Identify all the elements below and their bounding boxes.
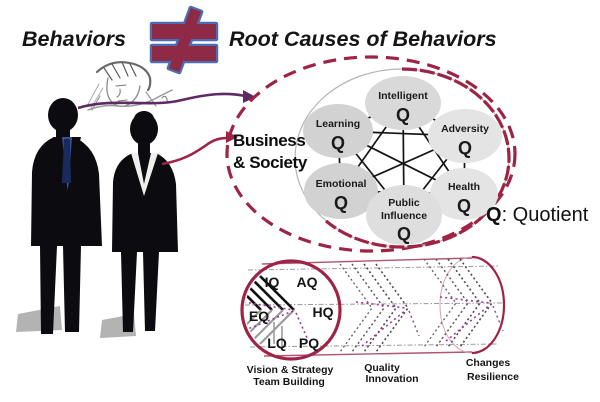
quotient-hq-label: HQ xyxy=(313,304,334,320)
quotient-iq-label: IQ xyxy=(265,274,280,290)
woman-silhouette xyxy=(100,111,178,338)
business-society-label-line2: & Society xyxy=(233,153,308,172)
node-emotional: Emotional Q xyxy=(304,163,378,219)
stage-label: Vision & Strategy xyxy=(247,364,334,376)
stage-label: Quality xyxy=(364,362,400,374)
man-silhouette xyxy=(16,98,102,334)
stage-label: Team Building xyxy=(253,376,325,388)
node-label: Intelligent xyxy=(378,90,428,102)
node-label: Emotional xyxy=(316,178,367,190)
stage-changes-resilience: Changes Resilience xyxy=(466,357,519,383)
quotient-pq-label: PQ xyxy=(299,335,319,351)
pipeline-lens-circle xyxy=(240,259,342,361)
quotients-ellipse-maroon-arc xyxy=(324,67,511,249)
node-health: Health Q xyxy=(430,168,498,220)
stage-label: Innovation xyxy=(365,373,418,385)
node-label: Adversity xyxy=(441,123,489,135)
stage-label: Resilience xyxy=(467,371,519,383)
business-society-label-line1: Business xyxy=(233,131,305,150)
pipeline-cylinder: IQ AQ EQ HQ LQ PQ Vision & Strategy Team… xyxy=(240,255,519,388)
man-tie xyxy=(62,139,71,183)
node-q: Q xyxy=(458,138,472,158)
node-label: Public xyxy=(388,197,420,209)
not-equal-icon xyxy=(149,5,219,75)
root-causes-dashed-ellipse xyxy=(225,55,517,253)
quotient-eq-label: EQ xyxy=(249,308,269,324)
quotient-caption: Q: Quotient xyxy=(486,204,589,226)
node-q: Q xyxy=(457,196,471,216)
node-adversity: Adversity Q xyxy=(428,109,502,163)
node-label: Influence xyxy=(381,210,427,222)
node-label: Learning xyxy=(316,118,360,130)
stage-vision-strategy: Vision & Strategy Team Building xyxy=(247,364,334,388)
node-public-influence: Public Influence Q xyxy=(366,185,442,245)
chevrons-quality-innovation xyxy=(339,263,420,353)
node-label: Health xyxy=(448,181,480,193)
stage-quality-innovation: Quality Innovation xyxy=(364,362,418,385)
quotient-aq-label: AQ xyxy=(297,274,318,290)
node-q: Q xyxy=(397,224,411,244)
stage-label: Changes xyxy=(466,357,511,369)
behaviors-title: Behaviors xyxy=(22,27,126,51)
quotient-caption-q: Q xyxy=(486,204,502,226)
node-intelligent: Intelligent Q xyxy=(365,76,441,130)
quotient-lq-label: LQ xyxy=(267,335,287,351)
quotient-caption-text: : Quotient xyxy=(502,204,589,226)
node-q: Q xyxy=(331,133,345,153)
behavior-arrow xyxy=(77,90,256,110)
node-learning: Learning Q xyxy=(303,104,373,158)
arrowhead-icon xyxy=(243,90,256,103)
node-q: Q xyxy=(396,105,410,125)
node-q: Q xyxy=(334,193,348,213)
root-causes-title: Root Causes of Behaviors xyxy=(229,27,497,51)
